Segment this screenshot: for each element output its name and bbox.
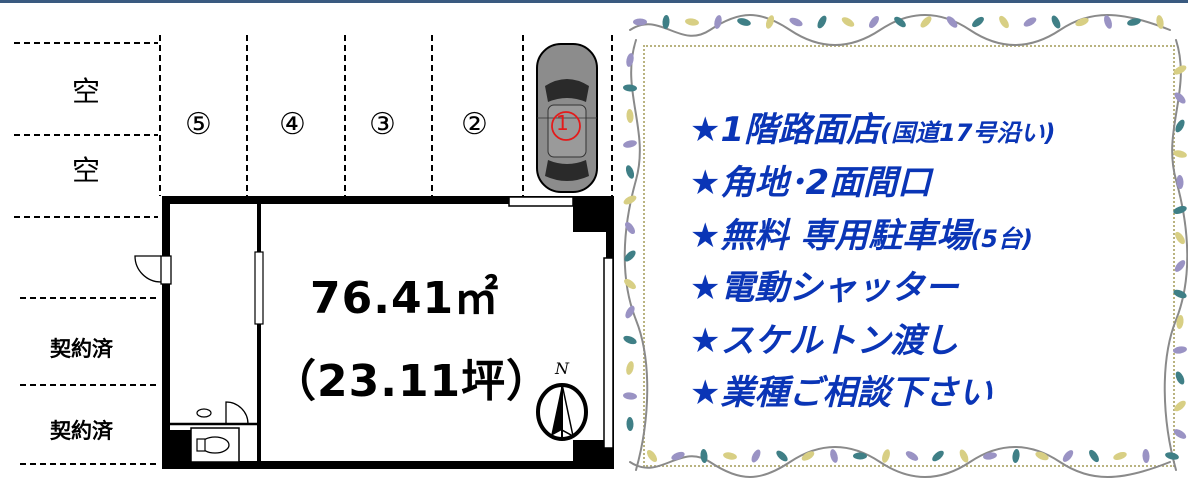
vine-leaf xyxy=(624,250,636,262)
vine-leaf xyxy=(751,449,761,463)
vine-leaf xyxy=(626,417,634,431)
vine-leaf xyxy=(633,18,647,26)
north-arrow-icon xyxy=(536,383,588,441)
feature-4: ★電動シャッター xyxy=(690,268,959,308)
vine-leaf xyxy=(905,451,919,461)
building-walls xyxy=(134,196,614,469)
vine-leaf xyxy=(1127,18,1141,26)
feature-2: ★角地･2面間口 xyxy=(690,163,932,203)
vine-leaf xyxy=(1051,15,1061,29)
vine-leaf xyxy=(625,305,635,319)
vine-leaf xyxy=(1175,119,1185,133)
vine-leaf xyxy=(959,449,969,463)
vine-leaf xyxy=(1012,449,1020,463)
vine-leaf xyxy=(894,16,906,28)
vine-leaf xyxy=(1075,17,1089,27)
lot-divider-lines xyxy=(14,35,613,465)
space-4-label: ④ xyxy=(279,107,306,142)
floor-plan xyxy=(14,35,614,469)
vine-leaf xyxy=(1174,400,1186,412)
vine-leaf xyxy=(1113,451,1127,461)
vine-leaf xyxy=(920,16,932,28)
vine-leaf xyxy=(1104,15,1112,29)
space-2-label: ② xyxy=(461,107,488,142)
vine-leaf xyxy=(623,195,637,205)
vine-leaf xyxy=(841,17,855,27)
space-1-label: 1 xyxy=(556,111,569,135)
vine-leaf xyxy=(1174,92,1186,104)
vine-leaf xyxy=(623,140,637,148)
area-sqm: 76.41㎡ xyxy=(310,273,500,324)
vine-leaf xyxy=(882,449,890,463)
vine-leaf xyxy=(625,221,635,235)
vacant-label-2: 空 xyxy=(72,154,101,187)
vine-leaf xyxy=(1173,289,1187,299)
vine-leaf xyxy=(624,278,636,290)
feature-1: ★1階路面店(国道17号沿い) xyxy=(690,110,1056,150)
vine-leaf xyxy=(972,16,984,28)
vine-leaf xyxy=(737,18,751,26)
vine-leaf xyxy=(801,451,815,461)
vine-leaf xyxy=(625,165,635,179)
space-3-label: ③ xyxy=(369,107,396,142)
vine-leaf xyxy=(1165,452,1179,460)
vine-leaf xyxy=(776,450,788,462)
vine-leaf xyxy=(1173,205,1187,215)
vine-leaf xyxy=(623,335,637,345)
vine-leaf xyxy=(623,84,637,92)
vine-leaf xyxy=(1023,17,1037,27)
vine-leaf xyxy=(626,361,634,375)
vine-leaf xyxy=(1142,449,1150,463)
vine-leaf xyxy=(1173,429,1187,439)
area-tsubo: （23.11坪） xyxy=(272,356,552,407)
vine-leaf xyxy=(662,15,670,29)
vine-leaf xyxy=(830,449,838,463)
vine-leaf xyxy=(671,451,685,461)
vine-leaf xyxy=(1175,371,1185,385)
vine-leaf xyxy=(1174,260,1186,272)
vine-leaf xyxy=(1173,346,1187,354)
feature-panel-frame xyxy=(643,45,1175,467)
feature-3: ★無料 専用駐車場(5台) xyxy=(690,216,1033,256)
vine-leaf xyxy=(789,17,803,27)
vine-leaf xyxy=(1175,231,1185,245)
vine-leaf xyxy=(623,392,637,400)
vine-leaf xyxy=(1035,451,1049,461)
vine-leaf xyxy=(869,15,879,29)
vine-leaf xyxy=(723,452,737,460)
vine-leaf xyxy=(1176,175,1184,189)
vine-leaf xyxy=(626,109,634,123)
vine-leaf xyxy=(765,15,775,29)
top-border xyxy=(0,0,1188,3)
vine-leaf xyxy=(646,450,658,462)
contracted-label-1: 契約済 xyxy=(50,337,113,361)
vine-leaf xyxy=(714,15,722,29)
vacant-label-1: 空 xyxy=(72,75,101,108)
feature-5: ★スケルトン渡し xyxy=(690,321,959,361)
vine-leaf xyxy=(1156,15,1164,29)
vine-leaf xyxy=(1089,449,1099,463)
vine-leaf xyxy=(853,452,867,460)
space-5-label: ⑤ xyxy=(185,107,212,142)
vine-leaf xyxy=(700,449,708,463)
vine-leaf xyxy=(1176,315,1184,329)
vine-leaf xyxy=(1173,150,1187,158)
feature-6: ★業種ご相談下さい xyxy=(690,373,993,413)
vine-leaf xyxy=(626,53,634,67)
vine-leaf xyxy=(817,15,827,29)
vine-leaf xyxy=(685,18,699,26)
vine-leaf xyxy=(999,15,1009,29)
vine-leaf xyxy=(983,452,997,460)
vine-leaf xyxy=(932,450,944,462)
vine-leaf xyxy=(1062,450,1074,462)
contracted-label-2: 契約済 xyxy=(50,419,113,443)
north-label: N xyxy=(555,359,569,378)
vine-leaf xyxy=(946,16,958,28)
vine-leaf xyxy=(1173,65,1187,75)
space-1-circle xyxy=(551,111,581,141)
